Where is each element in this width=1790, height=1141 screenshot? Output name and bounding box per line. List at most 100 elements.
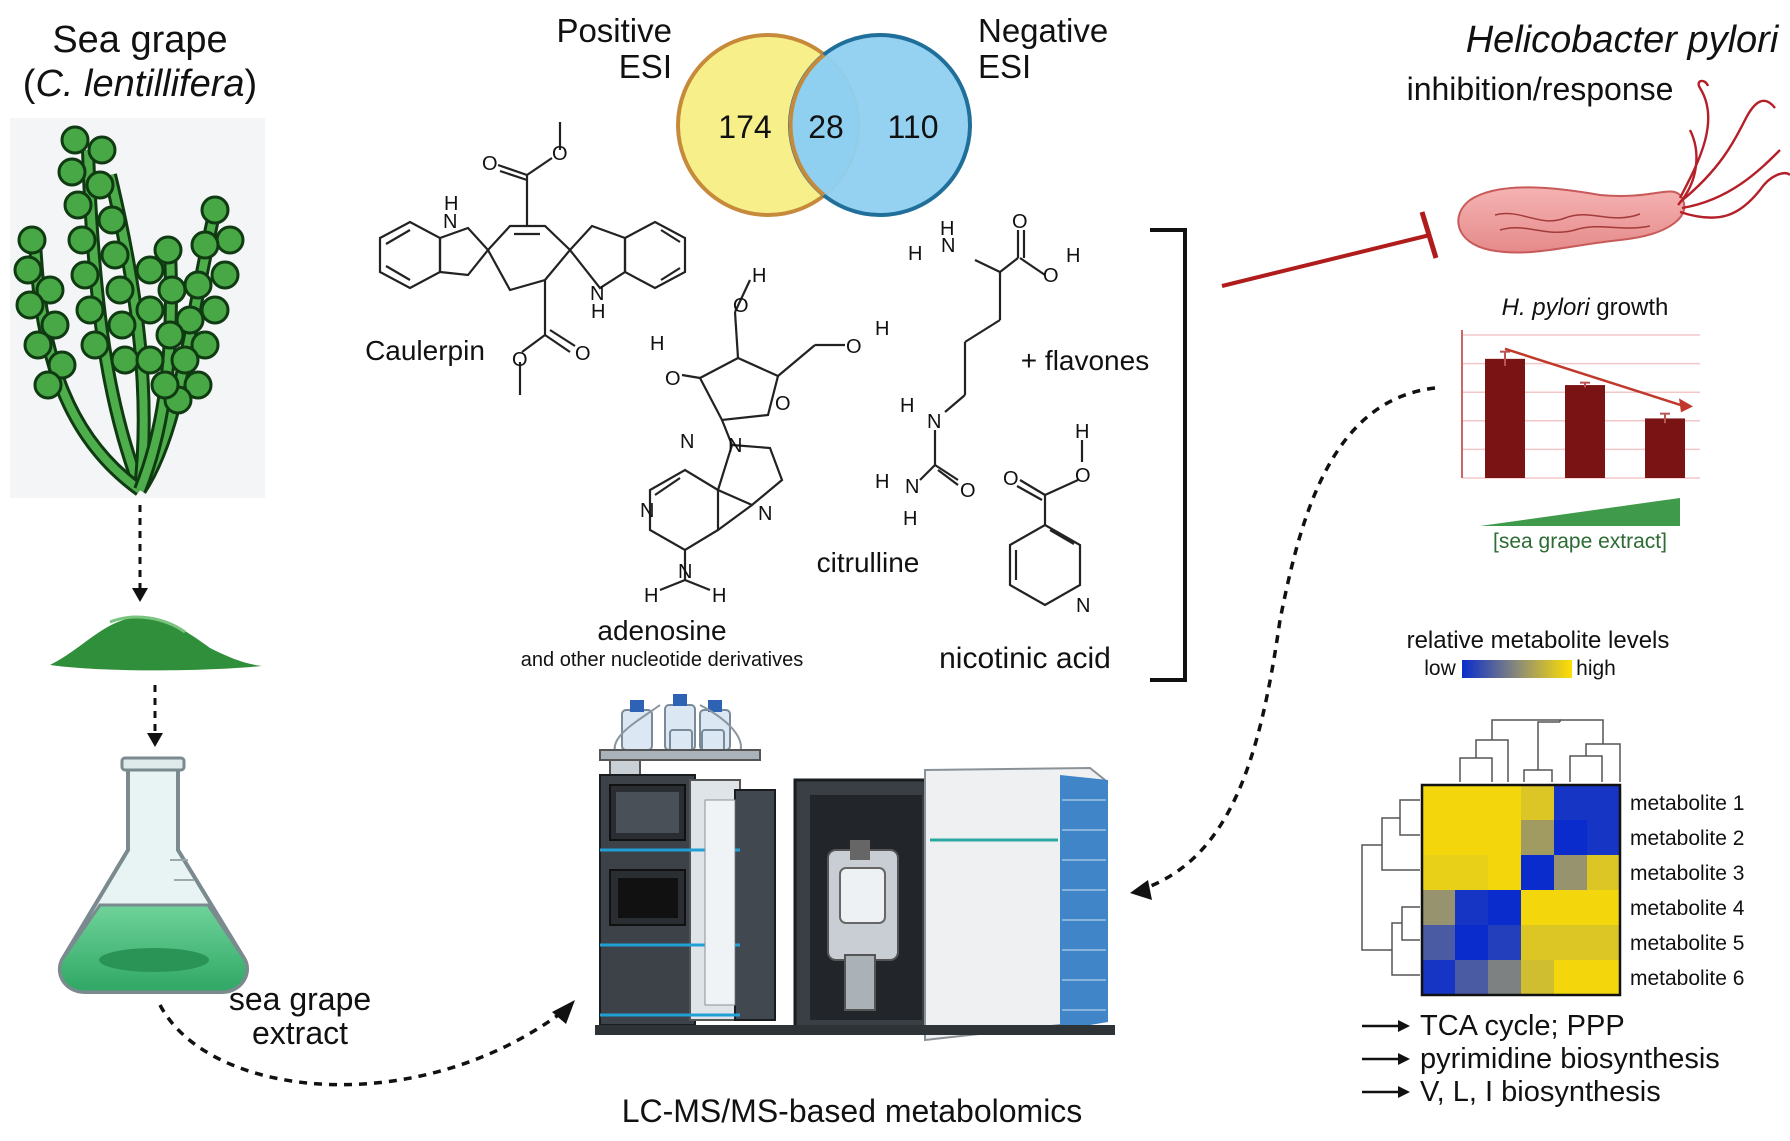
row-dendrogram bbox=[1361, 799, 1420, 976]
adenosine-structure: O H O H O H O N N N N N H H adenosine an… bbox=[521, 265, 890, 671]
svg-text:O: O bbox=[552, 143, 568, 165]
venn-right-label-1: Negative bbox=[978, 12, 1108, 49]
heatmap-cell bbox=[1587, 785, 1620, 820]
heatmap-cell bbox=[1422, 785, 1455, 820]
heatmap-row-label: metabolite 5 bbox=[1630, 932, 1744, 955]
inhibition-line bbox=[1221, 211, 1439, 288]
heatmap-grid bbox=[1420, 783, 1622, 997]
growth-trend-arrow bbox=[1504, 347, 1686, 408]
heatmap-cell bbox=[1455, 960, 1488, 995]
venn-overlap-count: 28 bbox=[808, 109, 844, 145]
heatmap-cell bbox=[1521, 925, 1554, 960]
heatmap-cell bbox=[1521, 890, 1554, 925]
heatmap-cell bbox=[1554, 925, 1587, 960]
heatmap-cell bbox=[1488, 785, 1521, 820]
adenosine-note: and other nucleotide derivatives bbox=[521, 649, 803, 671]
heatmap-cell bbox=[1422, 820, 1455, 855]
heatmap-cell bbox=[1554, 785, 1587, 820]
svg-text:N: N bbox=[905, 476, 919, 498]
pathway-arrowhead bbox=[1398, 1086, 1410, 1098]
svg-text:H: H bbox=[752, 265, 766, 287]
pathway-arrowhead bbox=[1398, 1020, 1410, 1032]
extract-gradient-wedge bbox=[1480, 498, 1680, 526]
extract-label-1: sea grape bbox=[229, 981, 371, 1017]
heatmap-cell bbox=[1521, 820, 1554, 855]
heatmap-cell bbox=[1455, 785, 1488, 820]
nicotinic-acid-structure: O O H N nicotinic acid bbox=[939, 421, 1111, 675]
caulerpin-structure: O O O O H N N H Caulerpin bbox=[365, 122, 687, 395]
lc-ms-instrument bbox=[595, 694, 1115, 1042]
venn-left-label-2: ESI bbox=[619, 48, 672, 85]
svg-text:O: O bbox=[665, 368, 681, 390]
extract-label-2: extract bbox=[252, 1015, 348, 1051]
heatmap-cell bbox=[1422, 855, 1455, 890]
heatmap-cell bbox=[1587, 960, 1620, 995]
svg-text:N: N bbox=[443, 211, 457, 233]
citrulline-structure: N H H O O H N H N H H O citrulline bbox=[817, 211, 1081, 578]
heatmap-row-label: metabolite 6 bbox=[1630, 967, 1744, 990]
sea-grape-label: Sea grape bbox=[52, 19, 227, 61]
heatmap-cell bbox=[1521, 960, 1554, 995]
growth-bar bbox=[1485, 358, 1525, 478]
heatmap-cell bbox=[1554, 855, 1587, 890]
heatmap-cell bbox=[1422, 925, 1455, 960]
heatmap-cell bbox=[1521, 855, 1554, 890]
growth-chart: H. pylori growth [sea grape extract] bbox=[1461, 294, 1700, 553]
species-label: (C. lentillifera) bbox=[23, 63, 257, 105]
svg-text:H: H bbox=[644, 585, 658, 607]
svg-text:O: O bbox=[1003, 468, 1019, 490]
pathogen-subtitle: inhibition/response bbox=[1407, 71, 1674, 107]
instrument-label: LC-MS/MS-based metabolomics bbox=[622, 1093, 1083, 1129]
heatmap-cell bbox=[1554, 960, 1587, 995]
powder-pile bbox=[50, 615, 262, 671]
svg-text:O: O bbox=[1043, 265, 1059, 287]
sea-grape-illustration bbox=[10, 118, 265, 498]
svg-text:O: O bbox=[846, 336, 862, 358]
venn-right-label-2: ESI bbox=[978, 48, 1031, 85]
sea-grape-title: Sea grape (C. lentillifera) bbox=[23, 19, 257, 105]
growth-bar bbox=[1565, 385, 1605, 478]
svg-text:O: O bbox=[775, 393, 791, 415]
flavones-label: + flavones bbox=[1021, 345, 1149, 376]
adenosine-label: adenosine bbox=[597, 615, 726, 646]
heatmap-cell bbox=[1587, 925, 1620, 960]
heatmap-title: relative metabolite levels bbox=[1407, 627, 1670, 654]
pathway-label: V, L, I biosynthesis bbox=[1420, 1076, 1661, 1108]
heatmap-cell bbox=[1488, 820, 1521, 855]
growth-chart-title: H. pylori growth bbox=[1502, 294, 1669, 321]
svg-text:N: N bbox=[590, 283, 604, 305]
svg-text:H: H bbox=[1075, 421, 1089, 443]
arrow-powder-to-flask bbox=[147, 685, 163, 747]
heatmap-row-label: metabolite 3 bbox=[1630, 862, 1744, 885]
pathogen-title: Helicobacter pylori bbox=[1466, 19, 1780, 61]
svg-text:N: N bbox=[758, 503, 772, 525]
svg-text:O: O bbox=[482, 153, 498, 175]
svg-text:O: O bbox=[960, 480, 976, 502]
svg-text:N: N bbox=[1076, 595, 1090, 617]
svg-text:N: N bbox=[927, 411, 941, 433]
heatmap-row-label: metabolite 2 bbox=[1630, 827, 1744, 850]
nicotinic-label: nicotinic acid bbox=[939, 642, 1111, 675]
svg-text:N: N bbox=[678, 561, 692, 583]
venn-diagram: Positive ESI Negative ESI 174 28 110 bbox=[556, 12, 1108, 217]
venn-positive-count: 174 bbox=[718, 109, 771, 145]
svg-text:N: N bbox=[680, 431, 694, 453]
bacterium-illustration bbox=[1457, 79, 1790, 254]
svg-text:H: H bbox=[444, 193, 458, 215]
svg-text:H: H bbox=[908, 243, 922, 265]
compound-bracket bbox=[1150, 228, 1187, 682]
svg-text:N: N bbox=[640, 500, 654, 522]
svg-text:O: O bbox=[1075, 465, 1091, 487]
pathway-label: pyrimidine biosynthesis bbox=[1420, 1043, 1720, 1075]
heatmap-cell bbox=[1455, 820, 1488, 855]
heatmap-low-label: low bbox=[1424, 657, 1456, 680]
growth-bar bbox=[1645, 418, 1685, 478]
svg-text:H: H bbox=[900, 395, 914, 417]
heatmap-cell bbox=[1422, 960, 1455, 995]
heatmap-high-label: high bbox=[1576, 657, 1616, 680]
svg-text:H: H bbox=[591, 301, 605, 323]
heatmap-cell bbox=[1422, 890, 1455, 925]
heatmap-cell bbox=[1488, 890, 1521, 925]
heatmap-cell bbox=[1455, 855, 1488, 890]
